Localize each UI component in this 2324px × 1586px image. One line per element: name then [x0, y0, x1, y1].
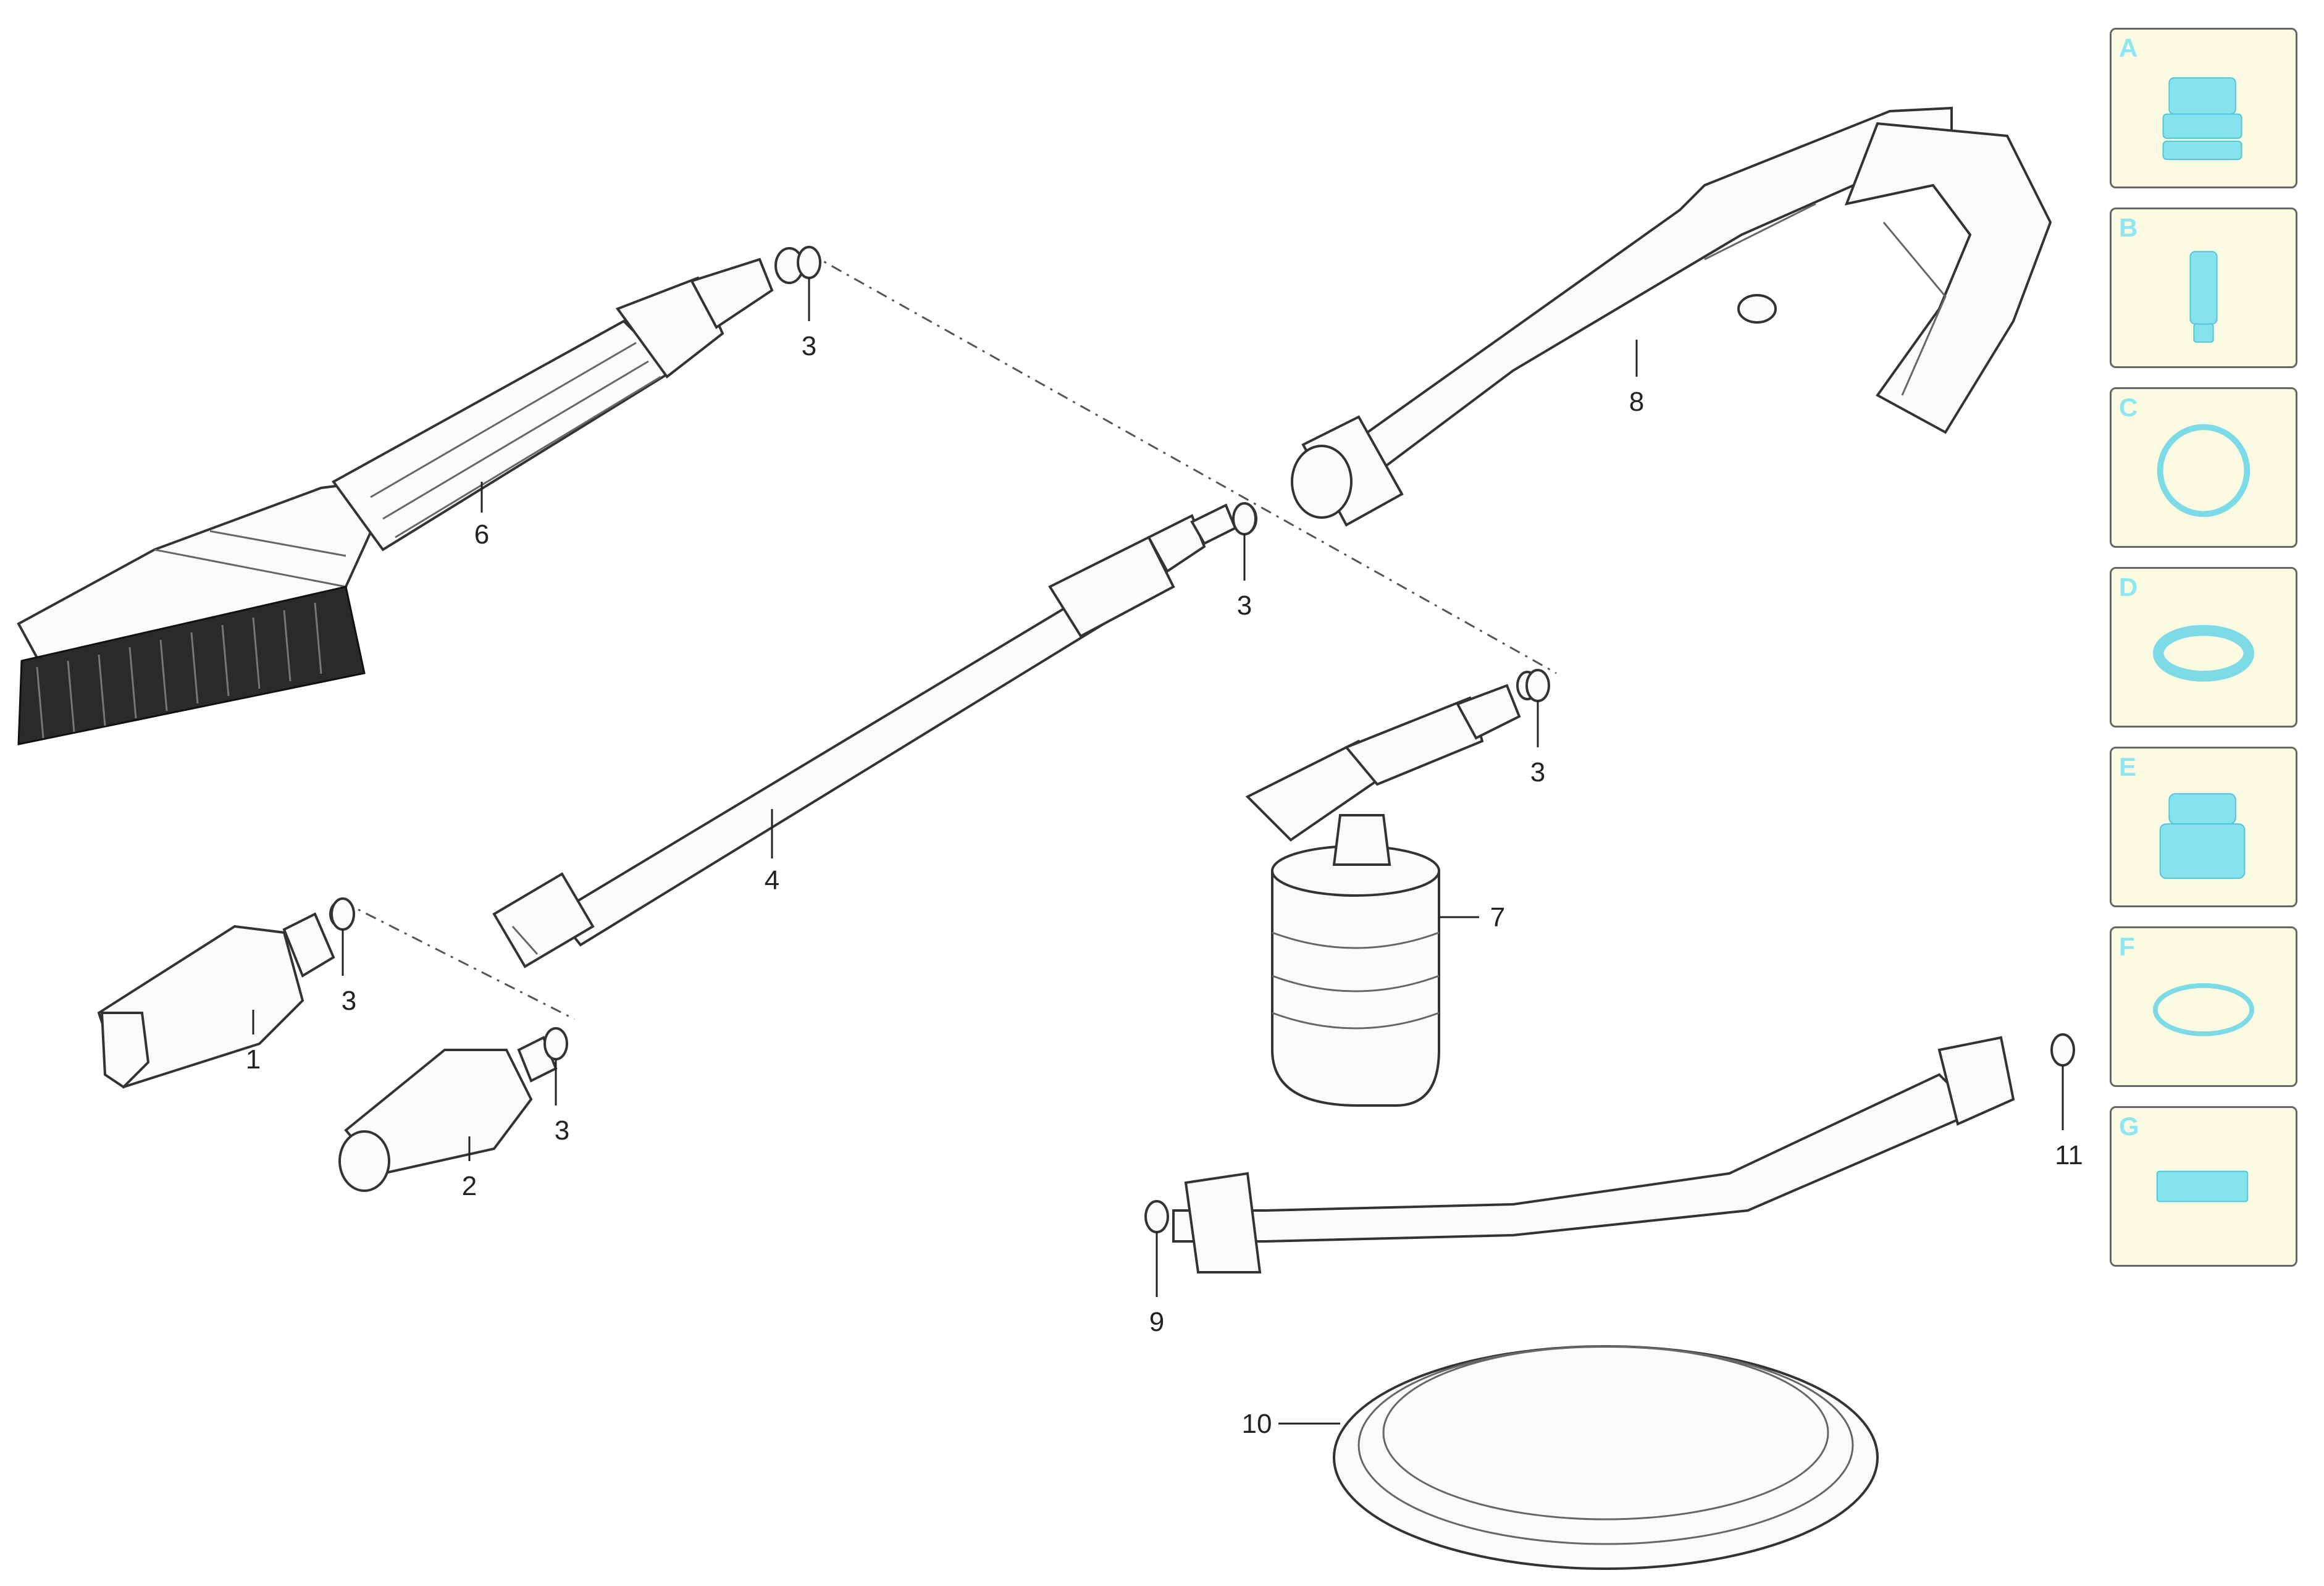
legend-letter: D — [2119, 573, 2138, 602]
seal-ring-icon — [2152, 624, 2255, 682]
brush-assembly — [17, 247, 804, 745]
legend-tile-f[interactable]: F — [2110, 926, 2297, 1087]
slide-block-icon — [2156, 1170, 2249, 1202]
legend-tile-a[interactable]: A — [2110, 28, 2297, 188]
gasket-ring-icon — [2157, 424, 2251, 518]
coupling-icon — [2159, 793, 2246, 879]
spray-lance — [492, 503, 1257, 968]
callout-3: 3 — [1530, 757, 1545, 787]
nozzle-cap-icon — [2162, 77, 2242, 161]
callout-3: 3 — [802, 331, 816, 361]
assembly-guide-line — [808, 252, 1557, 674]
o-ring — [1525, 669, 1550, 702]
high-pressure-hose — [1172, 1036, 2015, 1570]
trigger-gun — [1291, 106, 2052, 527]
o-ring — [330, 897, 355, 931]
o-ring — [2050, 1033, 2075, 1067]
adjustable-nozzle — [338, 1030, 566, 1192]
legend-tile-c[interactable]: C — [2110, 387, 2297, 548]
callout-3: 3 — [555, 1115, 569, 1146]
o-ring — [797, 246, 821, 279]
legend-letter: C — [2119, 393, 2138, 422]
callout-3: 3 — [1237, 590, 1252, 621]
foam-bottle — [1245, 671, 1538, 1107]
legend-letter: B — [2119, 213, 2138, 242]
callout-4: 4 — [765, 865, 779, 896]
o-ring — [543, 1027, 568, 1060]
o-ring-icon — [2152, 983, 2255, 1036]
legend-tile-d[interactable]: D — [2110, 567, 2297, 728]
legend-letter: E — [2119, 752, 2137, 781]
callout-3: 3 — [342, 986, 356, 1016]
legend-tile-g[interactable]: G — [2110, 1106, 2297, 1267]
callout-1: 1 — [246, 1044, 261, 1075]
brush-bristles — [17, 585, 366, 745]
o-ring — [1144, 1200, 1169, 1233]
assembly-guide-line — [342, 900, 575, 1020]
pin-icon — [2189, 251, 2218, 343]
callout-6: 6 — [474, 519, 489, 550]
legend-letter: F — [2119, 932, 2135, 961]
callout-7: 7 — [1490, 902, 1505, 933]
rotary-nozzle — [97, 900, 350, 1089]
callout-9: 9 — [1149, 1307, 1164, 1337]
legend-tile-e[interactable]: E — [2110, 747, 2297, 907]
callout-10: 10 — [1242, 1409, 1272, 1439]
callout-8: 8 — [1629, 387, 1644, 417]
legend-letter: G — [2119, 1112, 2139, 1141]
callout-2: 2 — [462, 1171, 477, 1201]
o-ring — [1232, 502, 1257, 535]
callout-11: 11 — [2055, 1140, 2083, 1170]
legend-tile-b[interactable]: B — [2110, 208, 2297, 368]
legend-letter: A — [2119, 33, 2138, 62]
